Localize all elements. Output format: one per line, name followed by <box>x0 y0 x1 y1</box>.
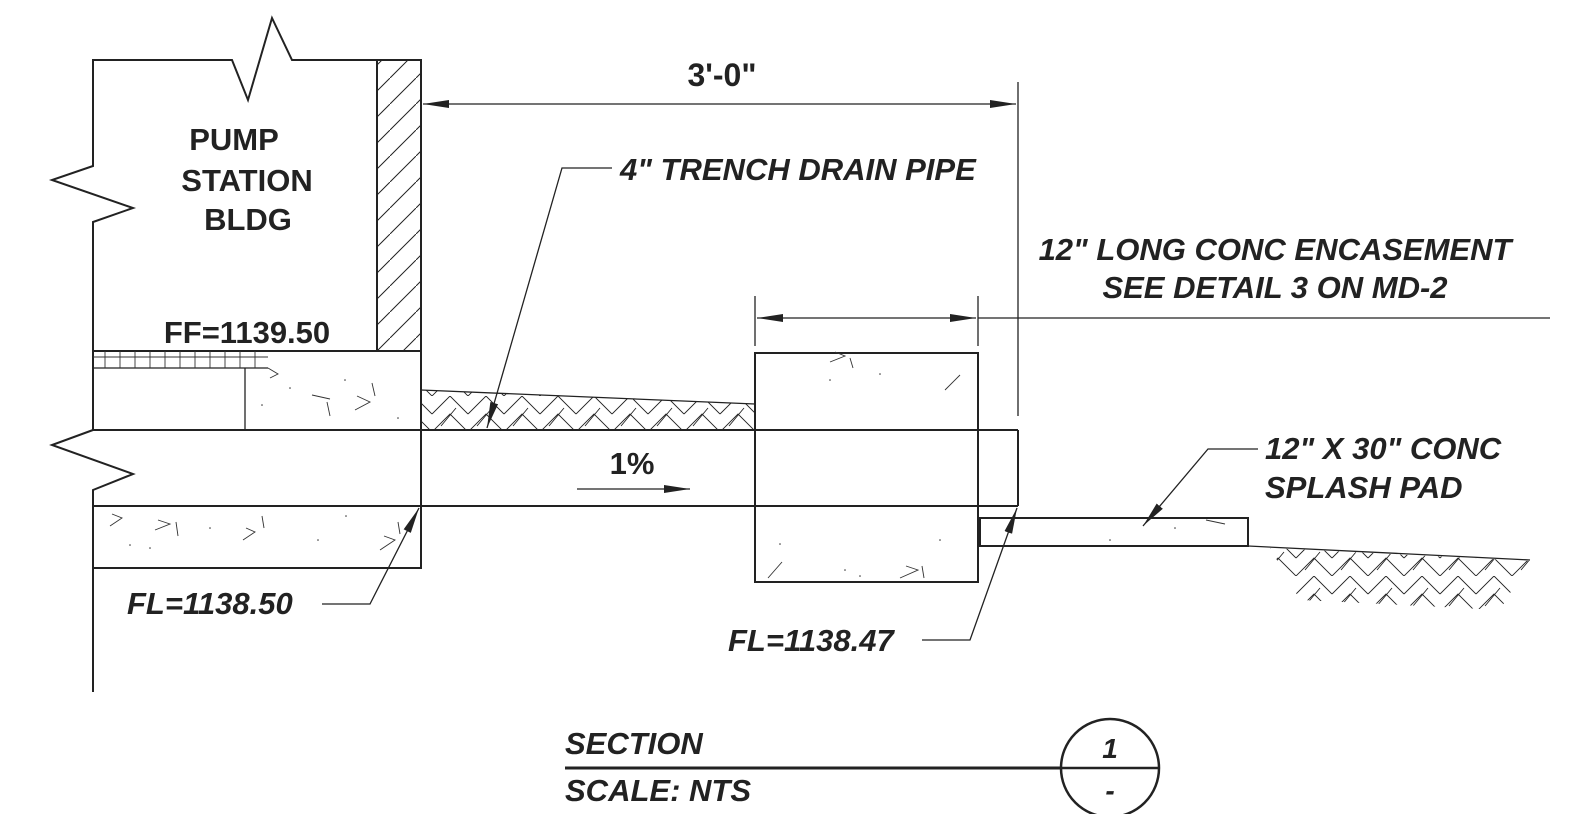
dimension-3ft: 3'-0" <box>423 57 1019 416</box>
floor-slab <box>92 350 422 431</box>
scale-label: SCALE: NTS <box>565 773 751 808</box>
section-title: SECTION <box>565 726 703 761</box>
building-outline <box>48 15 422 351</box>
callout-encasement-line1: 12" LONG CONC ENCASEMENT <box>1039 232 1515 267</box>
sheet-reference: - <box>1105 775 1114 806</box>
footing-concrete-texture <box>109 513 401 551</box>
flow-line-outlet-label: FL=1138.47 <box>728 623 895 658</box>
splash-pad <box>979 517 1249 547</box>
ground-surface <box>1247 545 1531 610</box>
callout-splash-pad-line1: 12" X 30" CONC <box>1265 431 1502 466</box>
callout-splash-pad-line2: SPLASH PAD <box>1265 470 1463 505</box>
callout-flow-line-outlet: FL=1138.47 <box>728 507 1018 658</box>
building-wall-hatch <box>376 59 422 352</box>
callout-flow-line-inlet: FL=1138.50 <box>127 507 420 621</box>
trench-drain-pipe <box>93 351 1019 568</box>
callout-splash-pad: 12" X 30" CONC SPLASH PAD <box>1142 431 1502 527</box>
floor-tile-strip <box>93 351 279 379</box>
building-name-line3: BLDG <box>204 202 292 237</box>
building-footing <box>92 505 422 569</box>
soil-cover-hatch <box>420 389 756 430</box>
building-name-line1: PUMP <box>189 122 279 157</box>
slope-indicator: 1% <box>577 446 690 493</box>
title-block: SECTION SCALE: NTS 1 - <box>565 717 1161 814</box>
floor-elevation-label: FF=1139.50 <box>164 315 330 350</box>
dimension-3ft-label: 3'-0" <box>687 57 756 93</box>
dimension-encasement <box>754 296 1550 346</box>
callout-encasement: 12" LONG CONC ENCASEMENT SEE DETAIL 3 ON… <box>1039 232 1515 305</box>
building-name-line2: STATION <box>181 163 312 198</box>
slab-concrete-texture <box>261 379 399 419</box>
callout-pipe: 4" TRENCH DRAIN PIPE <box>486 152 977 429</box>
flow-line-inlet-label: FL=1138.50 <box>127 586 293 621</box>
pump-station-building: PUMP STATION BLDG FF=1139.50 <box>48 15 422 692</box>
encasement-block <box>754 352 979 583</box>
callout-encasement-line2: SEE DETAIL 3 ON MD-2 <box>1102 270 1447 305</box>
slope-label: 1% <box>610 446 655 481</box>
splash-pad-slab <box>979 517 1249 547</box>
detail-number: 1 <box>1102 733 1118 764</box>
callout-pipe-label: 4" TRENCH DRAIN PIPE <box>619 152 977 187</box>
concrete-encasement <box>754 351 979 583</box>
